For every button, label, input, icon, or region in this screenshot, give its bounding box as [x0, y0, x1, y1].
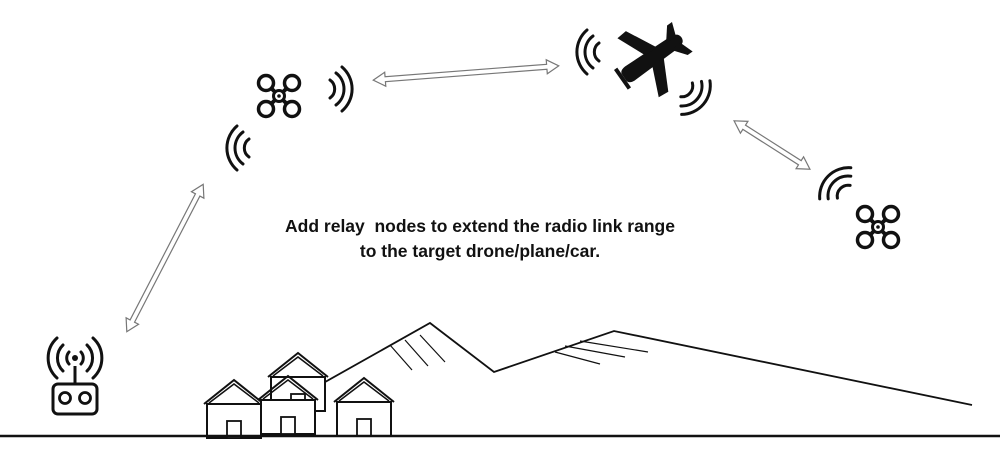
link-arrow-relay-plane — [372, 58, 560, 88]
caption-line-2: to the target drone/plane/car. — [359, 241, 601, 261]
quadcopter-icon — [256, 73, 302, 119]
signal-waves-icon — [670, 71, 720, 123]
target-plane — [575, 22, 720, 123]
mountains — [317, 321, 973, 406]
remote-controller-icon — [51, 355, 99, 416]
ground-controller — [46, 336, 104, 416]
diagram-caption: Add relay nodes to extend the radio link… — [180, 214, 780, 264]
house — [333, 377, 395, 437]
signal-waves-icon — [46, 336, 104, 380]
quadcopter-icon — [855, 204, 901, 250]
signal-waves-icon — [575, 28, 601, 76]
signal-waves-icon — [811, 159, 861, 209]
relay-drone — [225, 65, 354, 172]
house — [203, 379, 265, 439]
houses — [203, 352, 395, 439]
signal-waves-icon — [328, 65, 354, 113]
caption-line-1: Add relay nodes to extend the radio link… — [285, 216, 675, 236]
signal-waves-icon — [225, 124, 251, 172]
link-arrow-plane-target — [733, 120, 811, 170]
target-drone — [811, 159, 901, 250]
airplane-icon — [613, 22, 693, 98]
link-arrow-controller-relay — [125, 183, 205, 333]
